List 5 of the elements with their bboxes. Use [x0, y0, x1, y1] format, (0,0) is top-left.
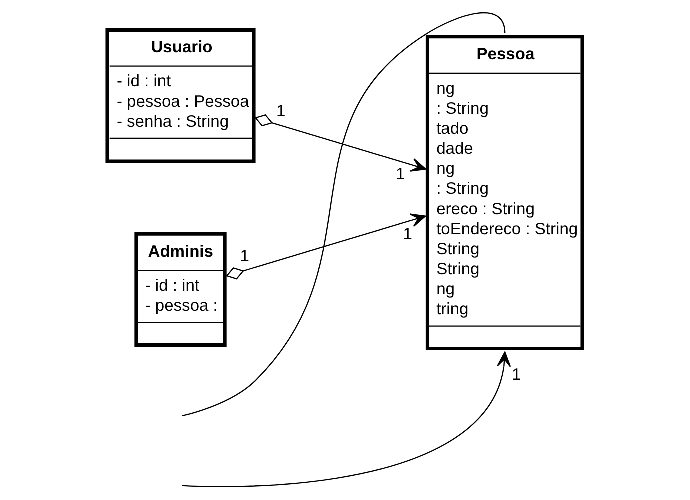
label: 1 — [512, 365, 522, 384]
label: 1 — [240, 246, 250, 266]
label: 1 — [276, 102, 286, 121]
label: 1 — [396, 164, 406, 184]
label: 1 — [403, 224, 412, 244]
